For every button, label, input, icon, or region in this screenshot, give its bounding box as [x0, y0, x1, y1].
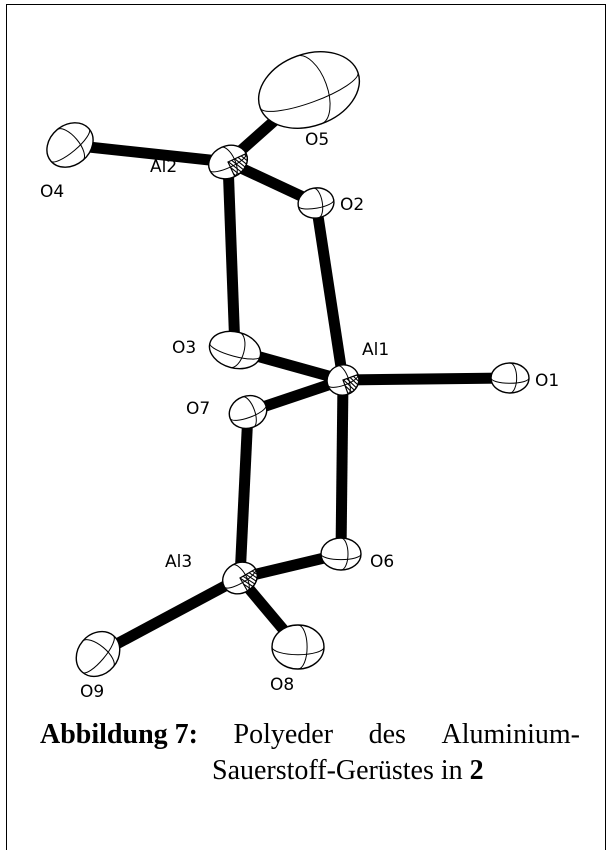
atom-label-al1: Al1 [362, 340, 389, 360]
atom-principal-axis [50, 128, 91, 163]
bond-al2-o3 [222, 161, 241, 351]
figure-caption: Abbildung 7: Polyeder des Aluminium- Sau… [40, 717, 580, 789]
atom-label-o4: O4 [40, 182, 64, 202]
atom-o5 [257, 51, 361, 129]
atom-principal-axis [296, 55, 331, 125]
atom-label-al2: Al2 [150, 157, 177, 177]
atom-label-o2: O2 [340, 195, 364, 215]
caption-compound: 2 [469, 755, 484, 786]
caption-label-group: Abbildung 7: [40, 717, 198, 753]
atoms-layer [46, 51, 530, 678]
bond-al1-o6 [335, 379, 349, 555]
atom-principal-axis [297, 199, 335, 210]
bond-al2-o4 [69, 139, 229, 168]
atom-o8 [271, 624, 325, 670]
atom-al2 [207, 144, 253, 180]
caption-word-3: Aluminium- [441, 719, 580, 750]
caption-text-2: Sauerstoff-Gerüstes in [212, 755, 470, 786]
caption-number: 7: [174, 719, 198, 750]
atom-principal-axis [82, 635, 115, 674]
atom-principal-axis [82, 639, 115, 668]
atom-ellipsoid [75, 630, 121, 678]
caption-line-2: Sauerstoff-Gerüstes in 2 [40, 753, 580, 789]
bond-al1-o2 [310, 202, 349, 381]
atom-principal-axis [271, 646, 325, 656]
atom-label-al3: Al3 [165, 552, 192, 572]
atom-label-o8: O8 [270, 675, 294, 695]
atom-ellipsoid [228, 394, 268, 430]
bond-al3-o7 [234, 411, 254, 579]
atom-o3 [208, 330, 262, 370]
atom-ellipsoid [271, 624, 325, 670]
atom-label-o7: O7 [186, 399, 210, 419]
atom-principal-axis [313, 187, 324, 219]
atom-label-o1: O1 [535, 371, 559, 391]
caption-word-1: Polyeder [233, 719, 334, 750]
atom-label-o3: O3 [172, 338, 196, 358]
figure-frame [6, 4, 606, 850]
atom-label-o5: O5 [305, 130, 329, 150]
atom-principal-axis [259, 72, 359, 112]
atom-o4 [46, 122, 94, 168]
atom-o6 [320, 537, 362, 571]
caption-line-1: Abbildung 7: Polyeder des Aluminium- [40, 717, 580, 753]
atom-principal-axis [209, 343, 261, 360]
atom-ellipsoid [320, 537, 362, 571]
atom-o2 [297, 187, 335, 219]
bonds-layer [69, 85, 511, 659]
atom-principal-axis [229, 405, 267, 421]
atom-principal-axis [509, 362, 518, 394]
atom-al3 [222, 561, 264, 595]
caption-word-2: des [368, 719, 406, 750]
atom-principal-axis [490, 377, 530, 384]
atom-principal-axis [297, 624, 308, 670]
atom-o9 [75, 630, 121, 678]
atom-o7 [228, 394, 268, 430]
atom-ellipsoid [46, 122, 94, 168]
atom-o1 [490, 362, 530, 394]
bond-al3-o9 [95, 573, 243, 659]
atom-ellipsoid [490, 362, 530, 394]
atom-label-o6: O6 [370, 552, 394, 572]
atom-principal-axis [320, 553, 362, 561]
bond-al1-o1 [342, 372, 511, 386]
atom-principal-axis [340, 537, 349, 571]
caption-label: Abbildung [40, 719, 168, 750]
atom-principal-axis [242, 396, 257, 428]
atom-principal-axis [56, 128, 85, 161]
atom-label-o9: O9 [80, 682, 104, 700]
